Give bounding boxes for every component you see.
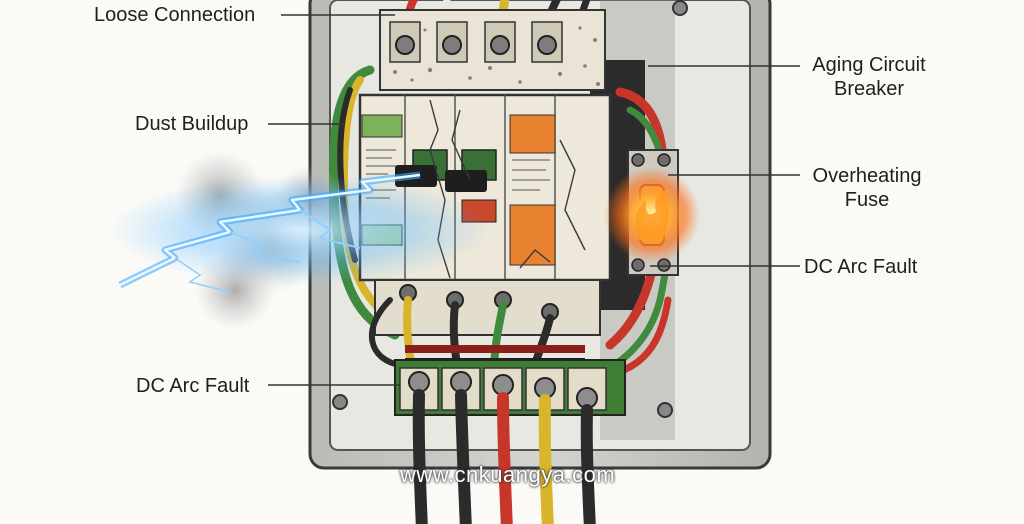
terminal-screw-icon [538, 36, 556, 54]
label-overheating-fuse-line1: Overheating [806, 164, 928, 188]
label-aging-circuit-breaker-line2: Breaker [804, 77, 934, 101]
label-dc-arc-fault-right: DC Arc Fault [804, 255, 917, 279]
label-aging-circuit-breaker: Aging Circuit Breaker [804, 53, 934, 101]
label-overheating-fuse: Overheating Fuse [806, 164, 928, 212]
label-dust-buildup: Dust Buildup [135, 112, 248, 136]
orange-rating-tag [510, 115, 555, 153]
terminal-screw-icon [409, 372, 429, 392]
watermark: www.cnkuangya.com [400, 462, 615, 488]
label-overheating-fuse-line2: Fuse [806, 188, 928, 212]
enclosure-screw-icon [673, 1, 687, 15]
green-rating-tag [362, 115, 402, 137]
label-aging-circuit-breaker-line1: Aging Circuit [804, 53, 934, 77]
terminal-screw-icon [491, 36, 509, 54]
enclosure-screw-icon [333, 395, 347, 409]
terminal-screw-icon [396, 36, 414, 54]
label-loose-connection: Loose Connection [94, 3, 255, 27]
toggle-handle-icon [445, 170, 487, 192]
terminal-screw-icon [451, 372, 471, 392]
terminal-screw-icon [443, 36, 461, 54]
label-dc-arc-fault-left: DC Arc Fault [136, 374, 249, 398]
breaker-top-terminals [380, 10, 605, 90]
busbar-red [405, 345, 585, 353]
enclosure-screw-icon [658, 403, 672, 417]
